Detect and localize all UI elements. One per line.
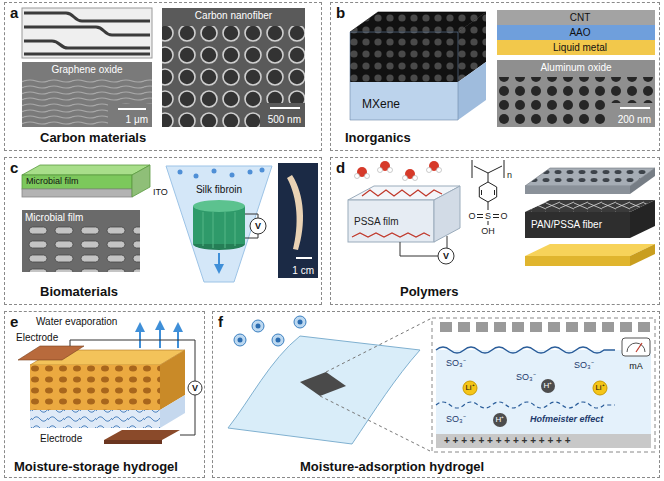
chem-atom: S [485,211,491,221]
scale-label: 200 nm [618,114,651,126]
ion-label: SO₃⁻ [574,360,594,370]
part-label: Electrode [16,332,58,344]
aluminum-oxide-micrograph [497,60,655,127]
panel-letter: f [218,313,223,330]
layer-band: AAO [497,25,663,40]
layer-label: Liquid metal [497,40,663,55]
material-label: MXene [362,98,400,112]
figure-panel: Graphene oxide 1 μm Carbon nanofiber 500 nm… [4,2,322,151]
layer-label: AAO [497,25,663,40]
image-label: Microbial film [25,212,83,224]
layer-band: Liquid metal [497,40,663,55]
ion-label: SO₃⁻ [446,358,466,368]
panel-caption: Moisture-adsorption hydrogel [300,460,484,475]
ion-label: SO₃⁻ [516,372,536,382]
panel-caption: Inorganics [345,131,411,146]
chem-atom: O [500,211,507,221]
mxene-cube [350,12,486,120]
panel-letter: b [336,4,345,21]
micrograph: Aluminum oxide 200 nm [497,60,655,127]
fiber-stack [525,168,655,266]
ion-label: H⁺ [496,415,505,424]
image-label: Graphene oxide [51,64,122,76]
scale-label: 1 μm [126,114,148,126]
scale-label: 1 cm [292,265,314,277]
panel-letter: d [336,159,345,176]
panel-caption: Polymers [400,285,459,300]
water-molecules [355,161,442,181]
graphene-oxide-micrograph [22,62,152,127]
figure-panel: fMoisture-adsorption hydrogel [212,311,660,478]
part-label: Electrode [40,433,82,445]
panel-caption: Carbon materials [40,131,146,146]
microbial-device [22,165,150,197]
flexible-sheet [228,316,432,452]
pssa-film [348,186,460,264]
effect-label: Hofmeister effect [530,414,603,424]
layer-label: CNT [497,10,663,25]
ion-label: SO₃⁻ [446,414,466,424]
figure-panel: dPolymers [330,157,660,305]
pssa-structure [472,160,504,225]
panel-caption: Biomaterials [40,285,118,300]
micrograph: 1 cm [278,163,318,278]
ion-label: Li⁺ [595,383,604,392]
material-label: PAN/PSSA fiber [531,219,602,231]
process-label: Water evaporation [36,316,117,328]
micrograph: Microbial film [22,210,140,272]
material-label: Silk fibroin [196,184,242,196]
voltmeter-symbol: V [443,251,449,261]
microbial-micrograph [22,210,140,272]
panel-letter: a [10,4,18,21]
carbon-nanofiber-micrograph [162,8,305,127]
chem-atom: O [468,211,475,221]
mechanism-inset [432,318,655,452]
ion-label: H⁺ [544,381,553,390]
material-label: PSSA film [354,216,398,228]
ion-label: Li⁺ [465,383,474,392]
charge-signs: + + + + + + + + + + + + + + + [444,435,571,447]
layer-label: ITO [153,187,168,197]
micrograph: Graphene oxide 1 μm [22,62,152,127]
scale-label: 500 nm [268,114,301,126]
figure-panel: CNTAAOLiquid metalAluminum oxide 200 nm bI… [330,2,660,151]
panel-caption: Moisture-storage hydrogel [14,460,178,475]
silk-photo [278,163,318,278]
meter-label: mA [629,361,643,371]
chem-atom: OH [481,226,495,236]
panel-letter: c [10,159,18,176]
image-label: Aluminum oxide [540,62,611,74]
layer-label: Microbial film [26,176,79,186]
voltmeter-symbol: V [192,383,198,393]
silk-fibroin-device [166,166,272,282]
chem-atom: n [507,170,512,180]
panel-letter: e [10,313,18,330]
graphene-layers [22,8,152,58]
micrograph: Carbon nanofiber 500 nm [162,8,305,127]
voltmeter-symbol: V [255,221,261,231]
layer-band: CNT [497,10,663,25]
image-label: Carbon nanofiber [195,10,272,22]
